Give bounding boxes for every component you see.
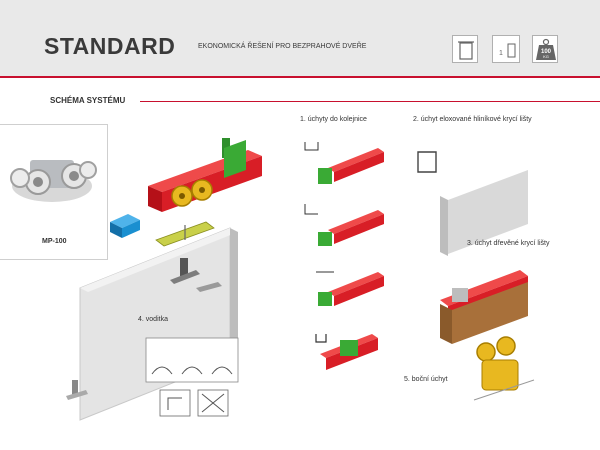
- page-title: STANDARD: [44, 33, 176, 59]
- door-width-icon: 1: [492, 35, 520, 63]
- product-label: MP-100: [42, 238, 67, 245]
- hanger-plate: [155, 221, 215, 247]
- rail-mount-variant-1: [304, 142, 384, 184]
- rail-mount-variant-4: [315, 334, 378, 370]
- trolley-photo: [10, 160, 97, 202]
- label-wooden-cover: 3. úchyt dřevěné krycí lišty: [467, 240, 550, 247]
- rail-mount-variant-2: [304, 204, 384, 246]
- width-label: 1: [499, 50, 503, 57]
- rail-mount-variant-3: [316, 271, 384, 306]
- green-bracket: [222, 138, 246, 178]
- guide-detail-box: [145, 337, 239, 417]
- section-divider: [140, 101, 600, 102]
- yellow-trolley: [171, 179, 213, 207]
- label-rail-mounts: 1. úchyty do kolejnice: [300, 116, 367, 123]
- label-aluminium-cover: 2. úchyt eloxované hliníkové krycí lišty: [413, 116, 532, 123]
- label-guide: 4. voditka: [138, 316, 168, 323]
- label-side-mount: 5. boční úchyt: [404, 376, 448, 383]
- weight-label: 100: [541, 49, 552, 55]
- floor-guide: [66, 380, 88, 400]
- weight-unit: KG: [543, 54, 549, 59]
- page-subtitle: EKONOMICKÁ ŘEŠENÍ PRO BEZPRAHOVÉ DVEŘE: [198, 43, 367, 50]
- aluminium-cover-mount: [417, 151, 528, 256]
- weight-100kg-icon: 100 KG: [532, 35, 558, 63]
- door-icon: [452, 35, 478, 63]
- header-divider: [0, 76, 600, 78]
- blue-stopper: [110, 214, 140, 238]
- wooden-cover-mount: [440, 270, 528, 344]
- guide-assembly: [170, 258, 222, 292]
- side-mount: [473, 336, 535, 401]
- section-title: SCHÉMA SYSTÉMU: [50, 96, 126, 105]
